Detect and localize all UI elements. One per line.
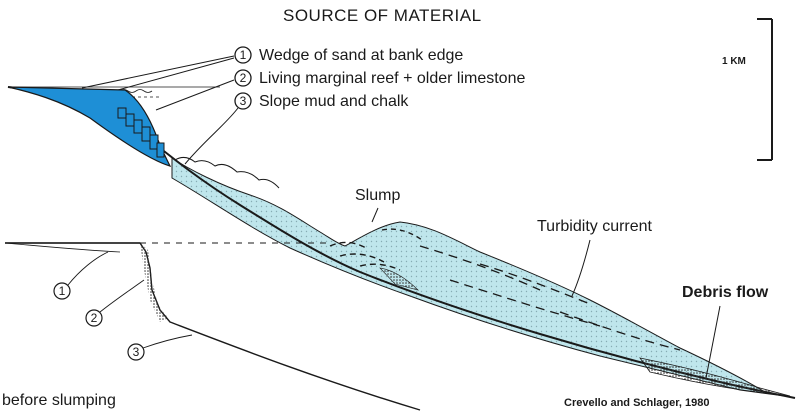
slump-leader [371,207,379,223]
slump-label: Slump [355,187,400,204]
source-item-3: 3 Slope mud and chalk [234,92,409,110]
inset-number-3: 3 [133,345,140,359]
scale-label: 1 KM [722,56,746,67]
source-number-2: 2 [240,71,247,85]
source-text-3: Slope mud and chalk [259,93,409,110]
debris-label: Debris flow [682,284,769,301]
turbidite-texture [172,158,785,396]
source-item-2: 2 Living marginal reef + older limestone [234,69,525,87]
source-credit: Crevello and Schlager, 1980 [564,397,710,409]
debris-flow-deposit [639,357,791,397]
turbidity-leader [571,239,591,297]
inset-number-2: 2 [91,311,98,325]
source-leader-lines [81,55,239,165]
turbidity-texture [419,245,681,351]
slump-texture [329,228,423,271]
source-item-1: 1 Wedge of sand at bank edge [234,46,463,64]
reef-blocks [117,107,165,158]
source-text-2: Living marginal reef + older limestone [259,70,525,87]
source-number-1: 1 [240,48,247,62]
source-number-3: 3 [240,94,247,108]
inset-caption: before slumping [2,392,116,409]
source-text-1: Wedge of sand at bank edge [259,47,463,64]
sand-wedge [7,86,172,167]
scale-bar [757,18,773,161]
diagram-title: SOURCE OF MATERIAL [283,6,482,25]
slope-mud-surface [174,156,280,189]
turbidity-label: Turbidity current [537,218,653,235]
slump-deposit [379,267,419,291]
debris-leader [705,305,721,379]
inset-number-1: 1 [59,284,66,298]
inset-before-slumping: 1 2 3 [4,242,421,411]
